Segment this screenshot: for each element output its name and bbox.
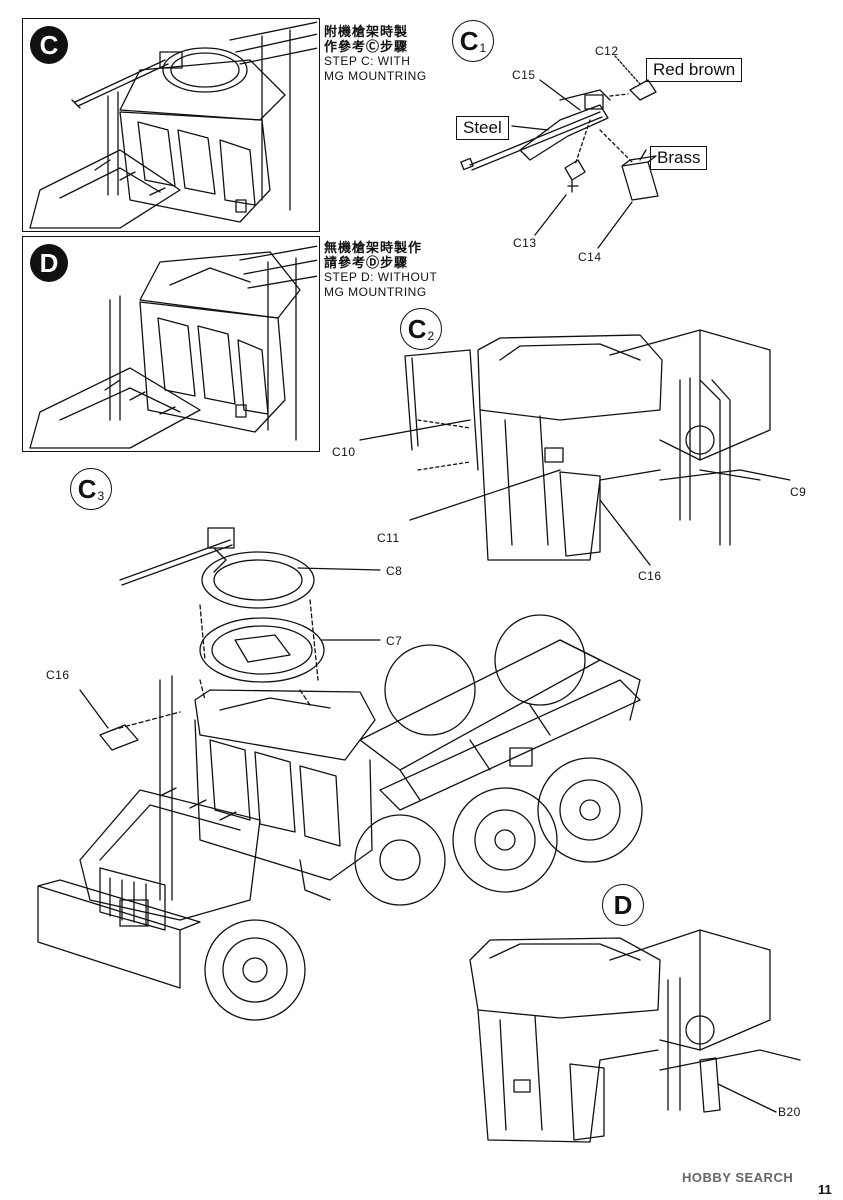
part-label-c11: C11 — [377, 531, 400, 545]
sub-step-c2-letter: C — [407, 313, 427, 344]
sub-step-d-badge: D — [602, 884, 644, 926]
hobby-search-watermark: HOBBY SEARCH — [682, 1170, 794, 1185]
step-d-zh-line2: 請參考Ⓓ步驟 — [324, 255, 409, 270]
step-c-en-line1: STEP C: WITH — [324, 54, 411, 68]
step-d-badge: D — [30, 244, 68, 282]
sub-step-c2-number: 2 — [427, 329, 435, 343]
paint-tag-brass: Brass — [650, 146, 708, 170]
step-c-truck-drawing — [29, 21, 317, 229]
part-label-b20: B20 — [778, 1105, 801, 1119]
part-label-c14: C14 — [578, 250, 602, 264]
step-c-zh-line2: 作參考Ⓒ步驟 — [324, 39, 409, 54]
part-label-c13: C13 — [513, 236, 537, 250]
c2-cab-frame-drawing — [359, 329, 791, 566]
part-label-c8: C8 — [386, 564, 403, 578]
paint-tag-red-brown: Red brown — [646, 58, 743, 82]
step-d-truck-drawing — [29, 245, 317, 449]
sub-step-c1-letter: C — [459, 25, 479, 56]
c3-main-truck-drawing — [37, 527, 643, 1021]
c1-machine-gun-drawing — [460, 55, 659, 249]
step-d-en-line2: MG MOUNTRING — [324, 285, 427, 299]
step-c-caption: 附機槍架時製 作參考Ⓒ步驟 STEP C: WITH MG MOUNTRING — [324, 24, 427, 84]
step-d-zh-line1: 無機槍架時製作 — [324, 240, 423, 255]
part-label-c16-top: C16 — [638, 569, 662, 583]
part-label-c12: C12 — [595, 44, 619, 58]
sub-step-d-letter: D — [613, 889, 633, 920]
step-c-badge: C — [30, 26, 68, 64]
step-c-zh-line1: 附機槍架時製 — [324, 24, 409, 39]
page-number: 11 — [818, 1182, 832, 1197]
part-label-c16-left: C16 — [46, 668, 70, 682]
step-d-caption: 無機槍架時製作 請參考Ⓓ步驟 STEP D: WITHOUT MG MOUNTR… — [324, 240, 437, 300]
step-d-en-line1: STEP D: WITHOUT — [324, 270, 438, 284]
d-cab-drawing — [469, 929, 801, 1143]
part-label-c9: C9 — [790, 485, 807, 499]
part-label-c10: C10 — [332, 445, 356, 459]
paint-tag-steel: Steel — [456, 116, 509, 140]
part-label-c7: C7 — [386, 634, 403, 648]
sub-step-c3-letter: C — [77, 473, 97, 504]
part-label-c15: C15 — [512, 68, 536, 82]
step-c-en-line2: MG MOUNTRING — [324, 69, 427, 83]
sub-step-c3-number: 3 — [97, 489, 105, 503]
sub-step-c1-number: 1 — [479, 41, 487, 55]
